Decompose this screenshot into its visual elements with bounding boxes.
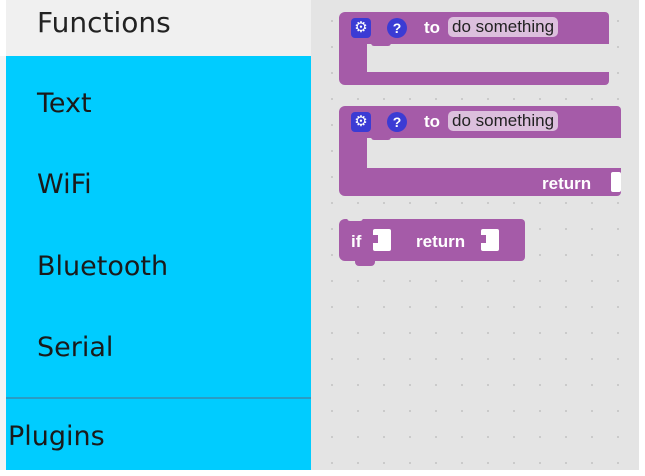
category-list: Text WiFi Bluetooth Serial — [6, 56, 311, 398]
return-label: return — [416, 232, 466, 251]
gear-icon[interactable]: ⚙ — [351, 18, 371, 38]
return-value-socket[interactable] — [611, 172, 621, 192]
category-plugins[interactable]: Plugins — [6, 399, 311, 470]
toolbox: Functions Text WiFi Bluetooth Serial Plu… — [0, 0, 311, 476]
question-icon[interactable]: ? — [387, 18, 407, 38]
to-keyword: to — [424, 112, 441, 131]
category-bluetooth[interactable]: Bluetooth — [37, 251, 169, 282]
condition-socket[interactable] — [373, 229, 391, 251]
return-label: return — [542, 174, 592, 193]
toolbox-divider — [6, 397, 311, 399]
procedure-name-field[interactable]: do something — [448, 17, 559, 37]
bottom-edge — [0, 470, 645, 476]
if-label: if — [351, 232, 362, 251]
category-label: Functions — [37, 6, 171, 39]
category-text[interactable]: Text — [37, 88, 92, 119]
to-keyword: to — [424, 18, 441, 37]
workspace-edge — [639, 0, 645, 476]
category-serial[interactable]: Serial — [37, 332, 114, 363]
category-label: Plugins — [8, 421, 105, 452]
procedure-name-field[interactable]: do something — [448, 111, 559, 131]
return-value-socket[interactable] — [481, 229, 499, 251]
toolbox-edge — [0, 56, 6, 470]
category-wifi[interactable]: WiFi — [37, 169, 92, 200]
gear-icon[interactable]: ⚙ — [351, 112, 371, 132]
workspace[interactable]: ⚙ ? to do something ⚙ ? to do something … — [311, 0, 639, 470]
question-icon[interactable]: ? — [387, 112, 407, 132]
category-functions[interactable]: Functions — [6, 0, 311, 57]
